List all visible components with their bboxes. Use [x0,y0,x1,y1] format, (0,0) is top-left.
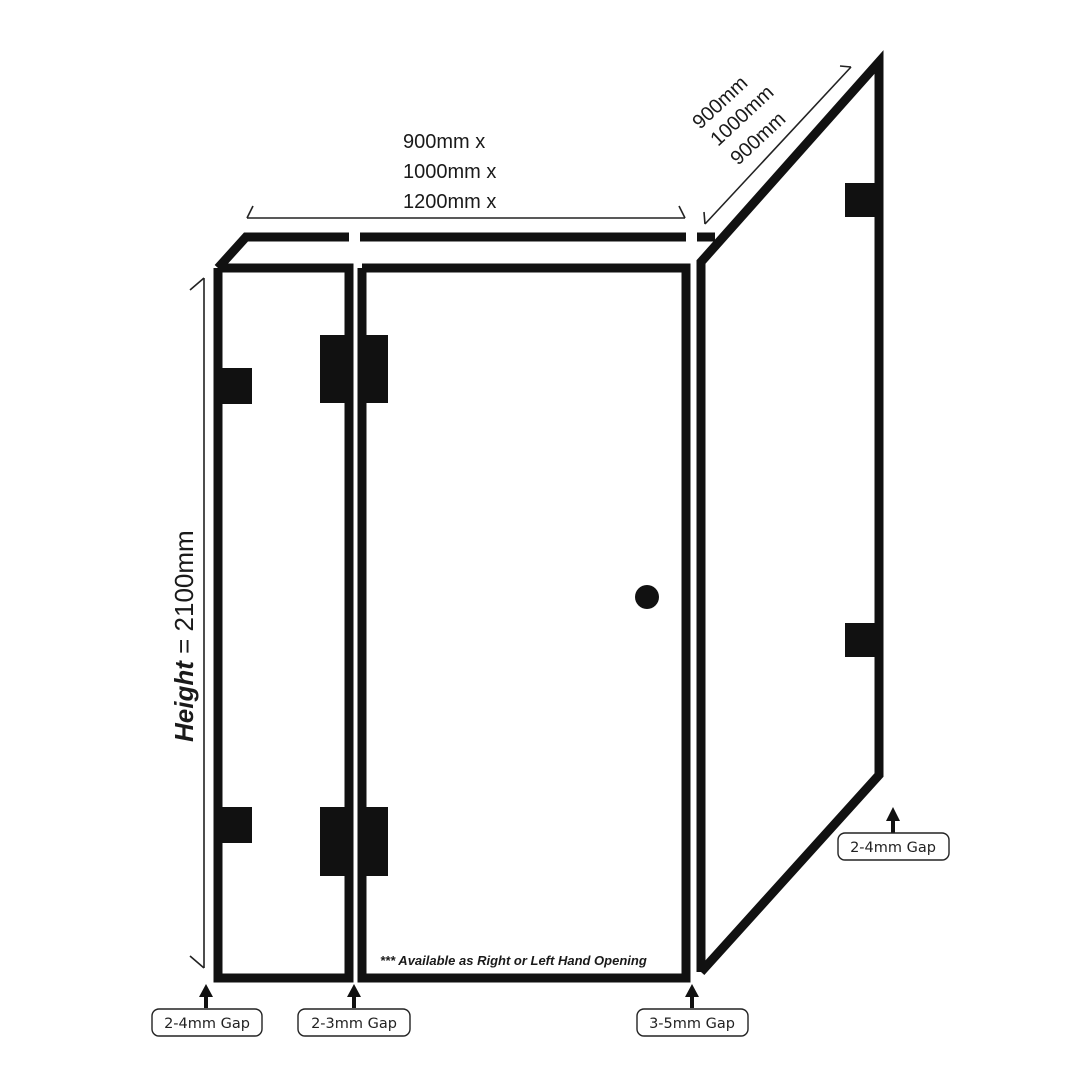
width-option-2: 1000mm x [403,161,496,183]
hinge-top-panel-half [320,335,349,403]
gap-callout-return-wall: 2-4mm Gap [837,807,950,861]
gap-label: 2-4mm Gap [850,840,936,856]
gap-label: 2-4mm Gap [164,1016,250,1032]
width-dimension: 900mm x 1000mm x 1200mm x [246,131,686,219]
return-panel [696,50,884,976]
opening-note: *** Available as Right or Left Hand Open… [380,953,647,968]
depth-dimension-line [704,66,852,225]
height-dimension: Height = 2100mm [169,277,205,969]
arrow-up-icon [886,807,900,821]
inline-panel [213,263,354,983]
bracket-left-bottom [218,807,252,843]
arrow-up-icon [347,984,361,997]
bracket-return-bottom [845,623,879,657]
door: *** Available as Right or Left Hand Open… [357,263,691,983]
width-option-1: 900mm x [403,131,485,153]
gap-callout-wall-left: 2-4mm Gap [151,984,263,1037]
gap-label-box [837,832,950,861]
top-edge [214,232,715,272]
door-outline [357,263,691,983]
gap-callout-panel-door: 2-3mm Gap [297,984,411,1037]
hinge-bottom-door-half [362,807,388,876]
hinge-bottom-panel-half [320,807,349,876]
arrow-up-icon [685,984,699,997]
height-tick-bottom [189,955,205,969]
gap-label: 2-3mm Gap [311,1016,397,1032]
depth-dimension: 900mm 1000mm 900mm [688,65,852,225]
gap-label: 3-5mm Gap [649,1016,735,1032]
arrow-up-icon [199,984,213,997]
height-tick-top [189,277,205,291]
return-panel-outline [696,50,884,976]
inline-panel-outline [213,263,354,983]
hinge-top-door-half [362,335,388,403]
gap-label-box [151,1008,263,1037]
width-option-3: 1200mm x [403,191,496,213]
depth-tick-low [703,211,706,225]
bracket-return-top [845,183,879,217]
width-tick-right [678,205,686,219]
bracket-left-top [218,368,252,404]
gap-label-box [297,1008,411,1037]
depth-tick-high [839,65,852,68]
top-edge-left-segment [214,232,349,272]
width-tick-left [246,205,254,219]
gap-callout-door-return: 3-5mm Gap [636,984,749,1037]
knob-handle-icon [635,585,659,609]
gap-label-box [636,1008,749,1037]
height-label: Height = 2100mm [169,530,199,742]
